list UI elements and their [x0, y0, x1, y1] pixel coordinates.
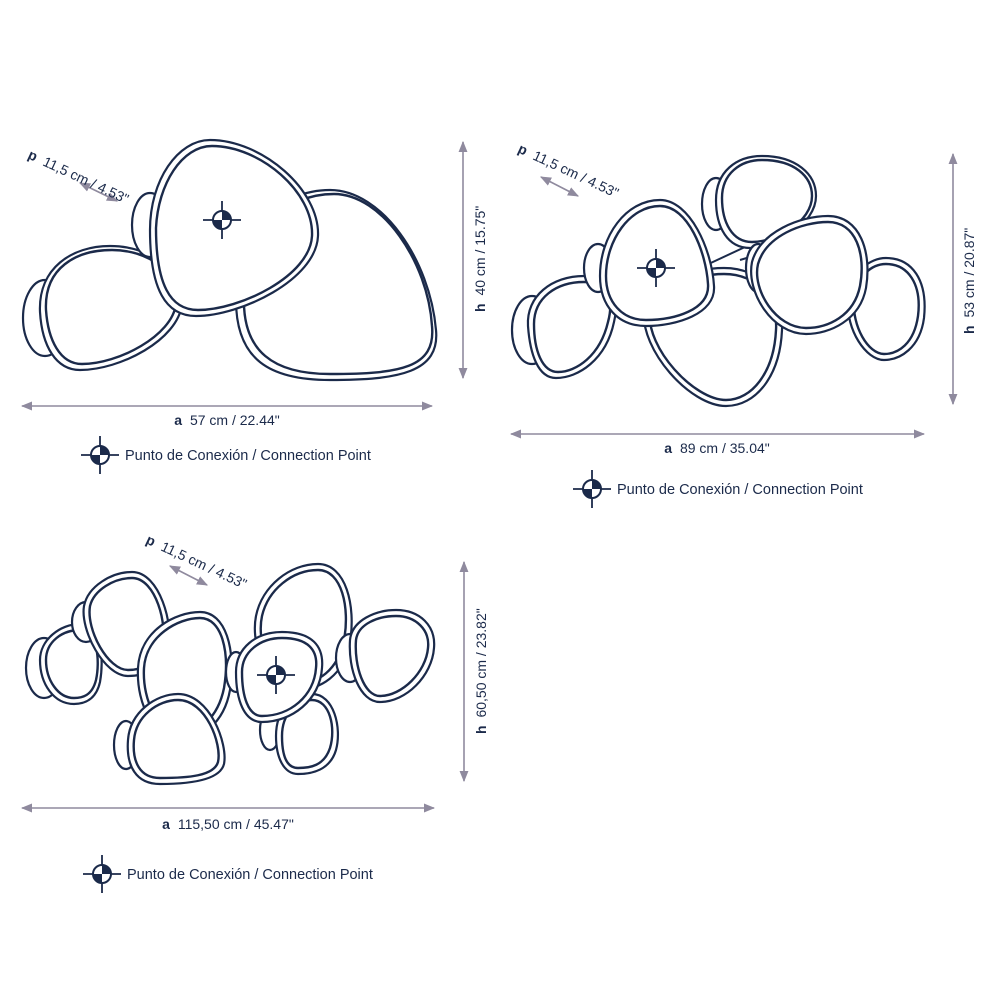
variant-3-lamp	[24, 562, 436, 786]
variant-3-width-dimension: a 115,50 cm / 45.47"	[20, 803, 436, 832]
variant-3-width-letter: a	[162, 816, 170, 832]
variant-3-shade-far-right	[334, 608, 436, 704]
variant-3-width-value: 115,50 cm / 45.47"	[178, 816, 294, 832]
variant-1-width-dimension: a 57 cm / 22.44"	[20, 401, 434, 428]
variant-1-lamp	[21, 138, 438, 382]
variant-1-height-dimension: h 40 cm / 15.75"	[458, 140, 488, 380]
legend-connection-point-icon	[82, 854, 122, 894]
variant-3-shade-center	[224, 630, 324, 724]
variant-2-width-dimension: a 89 cm / 35.04"	[509, 429, 926, 456]
variant-3-shade-far-left	[24, 622, 103, 706]
variant-1-depth-value: 11,5 cm / 4.53"	[41, 153, 132, 207]
variant-3-depth-letter: p	[144, 531, 159, 549]
svg-text:h 60,50 cm / 23.82": h 60,50 cm / 23.82"	[473, 608, 489, 734]
svg-text:a 115,50 cm / 45.47": a 115,50 cm / 45.47"	[162, 816, 294, 832]
variant-2-height-letter: h	[961, 325, 977, 334]
variant-2-width-letter: a	[664, 440, 672, 456]
variant-1-width-letter: a	[174, 412, 182, 428]
svg-text:h 53 cm / 20.87": h 53 cm / 20.87"	[961, 228, 977, 334]
svg-text:a 89 cm / 35.04": a 89 cm / 35.04"	[664, 440, 770, 456]
variant-2-depth-dimension: p 11,5 cm / 4.53"	[516, 140, 622, 201]
variant-3-height-letter: h	[473, 725, 489, 734]
variant-2-legend-text: Punto de Conexión / Connection Point	[617, 482, 863, 498]
variant-3-height-value: 60,50 cm / 23.82"	[473, 608, 489, 717]
variant-2-height-value: 53 cm / 20.87"	[961, 228, 977, 318]
variant-3-legend: Punto de Conexión / Connection Point	[82, 854, 373, 894]
variant-2-height-dimension: h 53 cm / 20.87"	[948, 152, 977, 406]
variant-2-legend: Punto de Conexión / Connection Point	[572, 469, 863, 509]
svg-text:p 11,5 cm / 4.53": p 11,5 cm / 4.53"	[26, 146, 132, 207]
variant-1-height-value: 40 cm / 15.75"	[472, 206, 488, 296]
legend-connection-point-icon	[80, 435, 120, 475]
variant-1-depth-dimension: p 11,5 cm / 4.53"	[26, 146, 132, 207]
variant-1-depth-letter: p	[26, 146, 41, 164]
variant-1-legend-text: Punto de Conexión / Connection Point	[125, 448, 371, 464]
variant-2-shade-center	[582, 198, 716, 328]
variant-2-depth-value: 11,5 cm / 4.53"	[531, 147, 622, 201]
variant-1-legend: Punto de Conexión / Connection Point	[80, 435, 371, 475]
variant-2-shade-left	[510, 274, 617, 380]
legend-connection-point-icon	[572, 469, 612, 509]
variant-1-height-letter: h	[472, 303, 488, 312]
variant-1-shade-center	[130, 138, 320, 318]
svg-text:h 40 cm / 15.75": h 40 cm / 15.75"	[472, 206, 488, 312]
variant-3-height-dimension: h 60,50 cm / 23.82"	[459, 560, 489, 783]
variant-2-depth-letter: p	[516, 140, 531, 158]
variant-1-width-value: 57 cm / 22.44"	[190, 412, 280, 428]
svg-text:p 11,5 cm / 4.53": p 11,5 cm / 4.53"	[144, 531, 250, 592]
variant-2-shade-right	[744, 214, 869, 336]
variant-2-lamp	[510, 154, 926, 408]
variant-3-shade-bottom-left	[112, 692, 226, 786]
variant-3-legend-text: Punto de Conexión / Connection Point	[127, 867, 373, 883]
variant-2-width-value: 89 cm / 35.04"	[680, 440, 770, 456]
svg-text:a 57 cm / 22.44": a 57 cm / 22.44"	[174, 412, 280, 428]
variant-3-depth-dimension: p 11,5 cm / 4.53"	[144, 531, 250, 592]
